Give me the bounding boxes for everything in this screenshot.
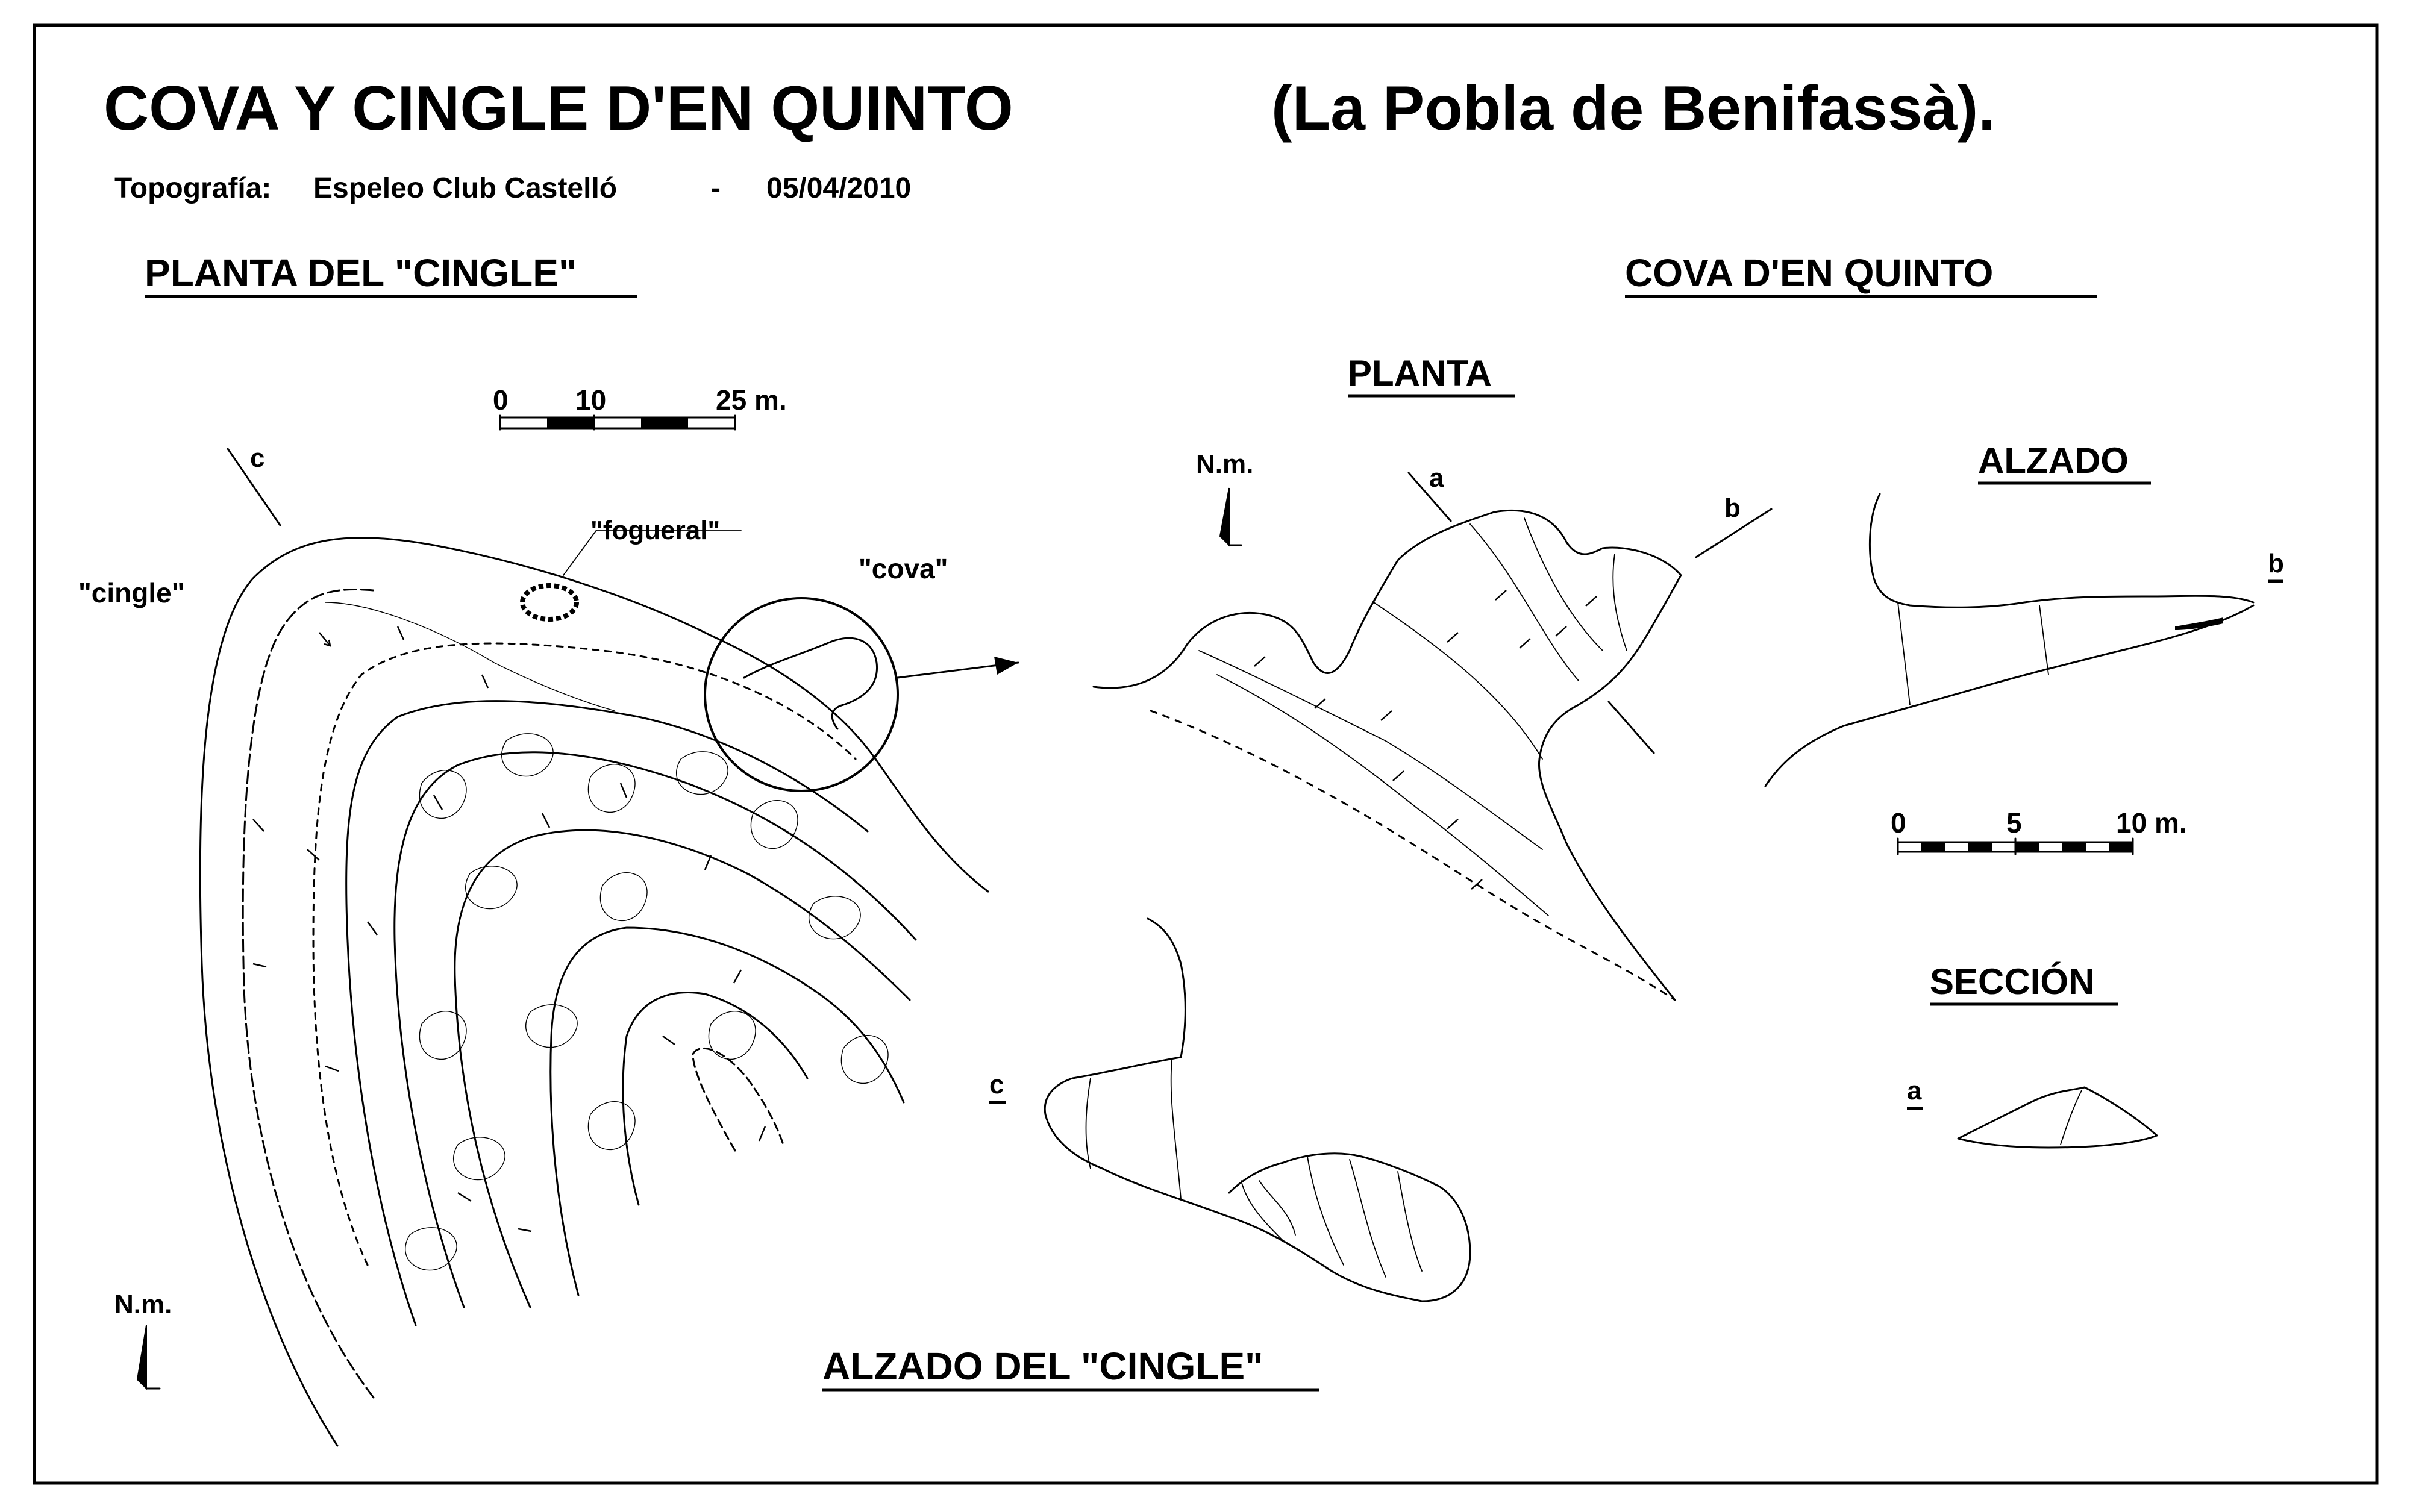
sheet-border bbox=[33, 23, 2379, 1485]
svg-text:N.m.: N.m. bbox=[1196, 449, 1253, 479]
cave-section-drawing: a bbox=[1907, 1076, 2158, 1149]
cave-plan-label-b: b bbox=[1724, 493, 1741, 523]
cave-scale-bar: 0 5 10 m. bbox=[1891, 807, 2187, 855]
cingle-elevation-label-c: c bbox=[989, 1070, 1004, 1099]
svg-text:0: 0 bbox=[1891, 807, 1906, 839]
cave-plan-drawing: N.m. a b bbox=[1092, 449, 1773, 1001]
svg-text:N.m.: N.m. bbox=[114, 1290, 172, 1319]
credits-separator: - bbox=[711, 172, 721, 204]
cingle-elevation-drawing: c bbox=[989, 917, 1471, 1302]
cingle-plan-label-cingle: "cingle" bbox=[78, 577, 185, 608]
svg-text:25 m.: 25 m. bbox=[716, 384, 787, 416]
cave-plan-label-a: a bbox=[1429, 463, 1444, 493]
cingle-elevation-heading: ALZADO DEL "CINGLE" bbox=[822, 1345, 1263, 1388]
svg-text:10: 10 bbox=[575, 384, 606, 416]
credits-label: Topografía: bbox=[114, 172, 271, 204]
north-arrow-icon: N.m. bbox=[114, 1290, 172, 1390]
cave-plan-heading: PLANTA bbox=[1348, 353, 1492, 393]
credits-date: 05/04/2010 bbox=[766, 172, 911, 204]
cave-heading: COVA D'EN QUINTO bbox=[1625, 251, 1993, 295]
main-title: COVA Y CINGLE D'EN QUINTO bbox=[104, 73, 1013, 143]
cingle-plan-drawing: c "fogueral" "cingle" "cova" bbox=[78, 443, 1019, 1447]
cingle-plan-heading: PLANTA DEL "CINGLE" bbox=[145, 251, 577, 295]
cingle-plan-label-c: c bbox=[250, 443, 264, 473]
cingle-plan-label-cova: "cova" bbox=[859, 553, 948, 584]
cave-elevation-label-b: b bbox=[2268, 549, 2284, 578]
cave-section-label-a: a bbox=[1907, 1076, 1922, 1105]
credits-author: Espeleo Club Castelló bbox=[313, 172, 617, 204]
cave-elevation-heading: ALZADO bbox=[1978, 440, 2129, 481]
cave-north-arrow-icon bbox=[1219, 487, 1242, 547]
svg-text:0: 0 bbox=[493, 384, 509, 416]
svg-text:5: 5 bbox=[2006, 807, 2022, 839]
location-title: (La Pobla de Benifassà). bbox=[1271, 73, 1995, 143]
svg-text:10 m.: 10 m. bbox=[2116, 807, 2187, 839]
cingle-plan-label-fogueral: "fogueral" bbox=[590, 516, 720, 545]
cave-elevation-drawing: b bbox=[1764, 493, 2284, 787]
cave-section-heading: SECCIÓN bbox=[1930, 961, 2094, 1002]
cingle-scale-bar: 0 10 25 m. bbox=[493, 384, 787, 431]
